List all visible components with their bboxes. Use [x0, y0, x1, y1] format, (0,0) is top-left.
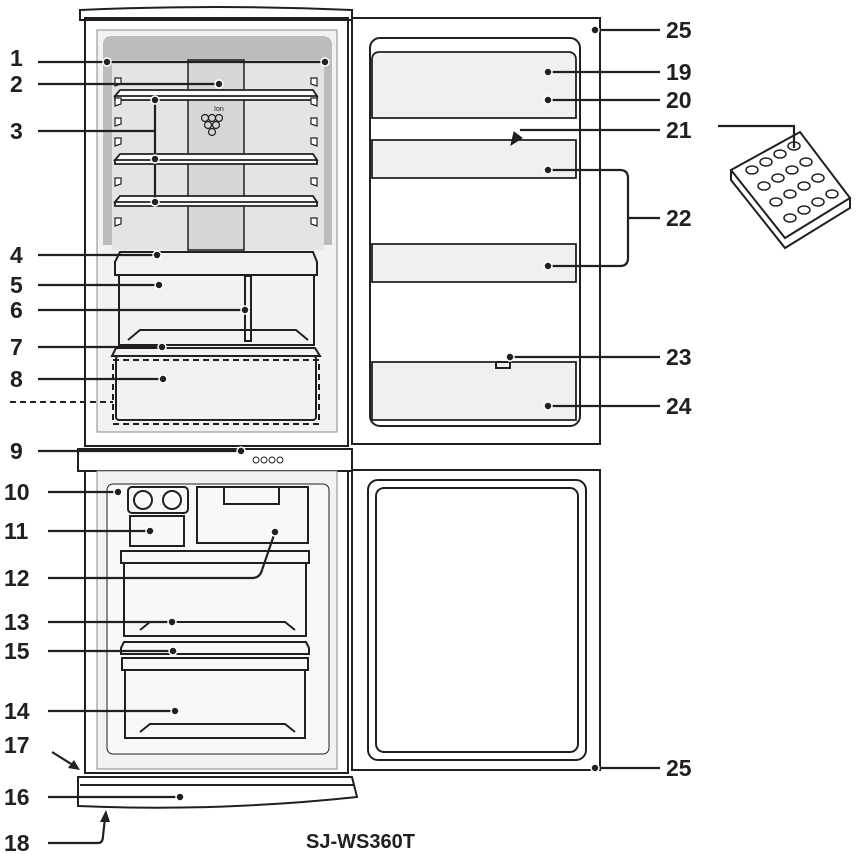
- shelf: [113, 195, 319, 207]
- label-21: 21: [666, 117, 692, 143]
- label-24: 24: [666, 393, 692, 419]
- label-13: 13: [4, 609, 30, 635]
- label-10: 10: [4, 479, 30, 505]
- leader-dots: [102, 25, 600, 802]
- egg-tray: [729, 130, 852, 250]
- label-16: 16: [4, 784, 30, 810]
- label-15: 15: [4, 638, 30, 664]
- label-7: 7: [10, 334, 23, 360]
- label-6: 6: [10, 297, 23, 323]
- fridge-door: [351, 17, 601, 445]
- label-19: 19: [666, 59, 692, 85]
- svg-text:Ion: Ion: [214, 106, 224, 113]
- label-9: 9: [10, 438, 23, 464]
- fridge-compartment: Ion: [79, 6, 353, 447]
- door-pocket: [371, 361, 577, 421]
- ion-logo: Ion: [200, 106, 224, 137]
- label-14: 14: [4, 698, 30, 724]
- freezer-door: [351, 469, 601, 771]
- label-17: 17: [4, 732, 30, 758]
- door-pocket: [371, 51, 577, 119]
- label-11: 11: [4, 518, 29, 544]
- label-22: 22: [666, 205, 692, 231]
- label-12: 12: [4, 565, 30, 591]
- shelf: [113, 89, 319, 101]
- base-cover: [77, 776, 359, 809]
- shelf: [113, 153, 319, 165]
- label-4: 4: [10, 242, 23, 268]
- freezer-drawer-upper: [120, 550, 310, 637]
- label-25-top: 25: [666, 17, 692, 43]
- label-8: 8: [10, 366, 23, 392]
- door-pocket: [371, 243, 577, 283]
- control-panel: [77, 448, 353, 472]
- freezer-shelf: [120, 641, 310, 655]
- chilled-case: [110, 347, 322, 425]
- label-23: 23: [666, 344, 692, 370]
- model-name: SJ-WS360T: [306, 831, 415, 853]
- label-5: 5: [10, 272, 23, 298]
- callout-labels: 1 2 3 4 5 6 7 8 9 10 11 12 13 15 14 17 1…: [4, 17, 692, 854]
- leader-lines: [10, 28, 796, 845]
- ice-storage-box: [196, 486, 309, 544]
- label-2: 2: [10, 71, 23, 97]
- label-25-bottom: 25: [666, 755, 692, 781]
- label-1: 1: [10, 45, 23, 71]
- freezer-compartment: [84, 470, 349, 774]
- label-18: 18: [4, 830, 30, 854]
- label-20: 20: [666, 87, 692, 113]
- door-pocket: [371, 139, 577, 179]
- label-3: 3: [10, 118, 23, 144]
- freezer-drawer-lower: [121, 657, 309, 739]
